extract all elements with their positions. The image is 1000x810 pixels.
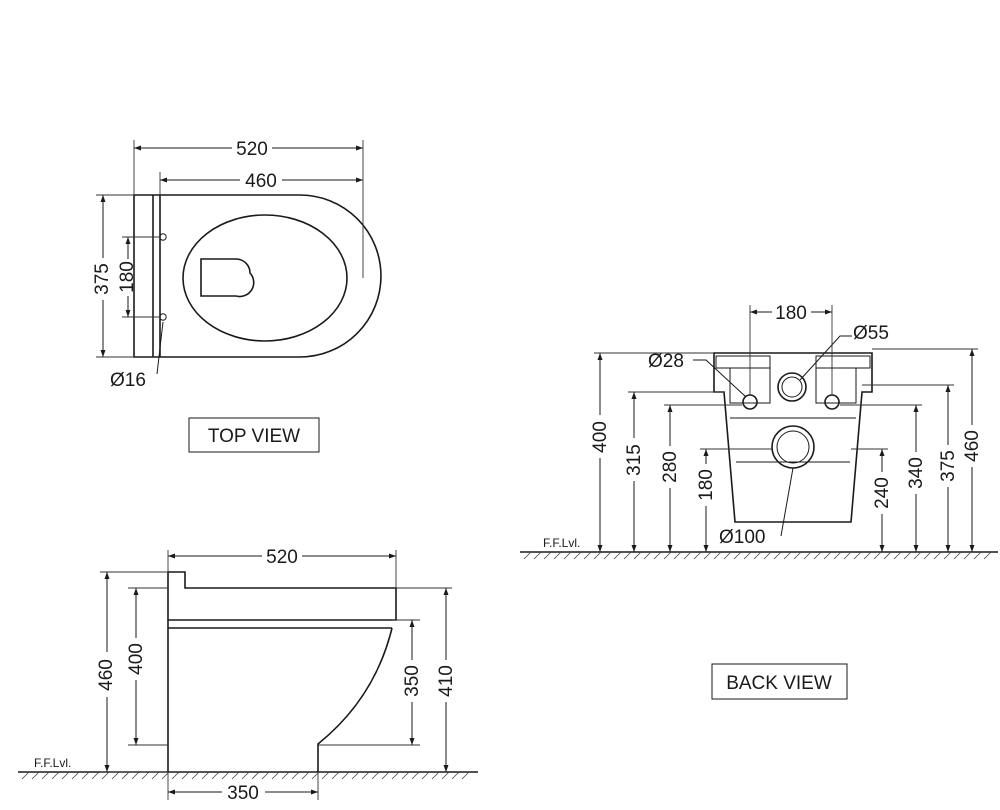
back-view-inlet <box>777 372 807 402</box>
side-view-bowl-outline <box>167 620 393 772</box>
top-view-outlet <box>200 258 255 298</box>
top-view-title: TOP VIEW <box>208 426 300 447</box>
back-view-body-outline <box>713 352 873 523</box>
back-dim-315: 315 <box>624 444 645 476</box>
back-view-floor-hatch <box>523 551 992 560</box>
back-dim-180-top: 180 <box>775 303 807 324</box>
back-floor-label: F.F.Lvl. <box>543 536 580 550</box>
back-view-fixing-hole-left <box>742 394 758 410</box>
back-view-title: BACK VIEW <box>726 673 832 694</box>
back-dim-hole-28: Ø28 <box>648 351 684 372</box>
side-dim-350-back: 350 <box>402 665 423 697</box>
top-dim-460: 460 <box>245 171 277 192</box>
back-dim-375: 375 <box>938 450 959 482</box>
back-view-fixing-hole-right <box>824 394 840 410</box>
top-view-body-outline <box>133 194 382 358</box>
back-dim-inlet-55: Ø55 <box>853 323 889 344</box>
side-dim-520: 520 <box>266 547 298 568</box>
side-view-seat-outline <box>167 571 397 621</box>
back-dim-outlet-100: Ø100 <box>719 527 765 548</box>
back-dim-460: 460 <box>962 430 983 462</box>
top-dim-180: 180 <box>117 261 138 293</box>
side-dim-460: 460 <box>96 659 117 691</box>
side-dim-400: 400 <box>126 643 147 675</box>
back-dim-280: 280 <box>660 451 681 483</box>
top-view-bowl-rim <box>182 214 348 342</box>
top-dim-hole-16: Ø16 <box>110 370 146 391</box>
side-view-floor-hatch <box>21 771 470 780</box>
top-dim-375: 375 <box>92 263 113 295</box>
side-dim-410: 410 <box>436 665 457 697</box>
side-floor-label: F.F.Lvl. <box>34 756 71 770</box>
back-view-title-box <box>711 663 848 700</box>
top-view: 520 460 375 180 Ø16 TOP VIEW <box>92 139 382 453</box>
top-view-title-box <box>188 417 320 453</box>
back-dim-340: 340 <box>906 457 927 489</box>
back-dim-240: 240 <box>872 477 893 509</box>
back-dim-180-side: 180 <box>696 469 717 501</box>
back-dim-400: 400 <box>590 421 611 453</box>
top-dim-520: 520 <box>236 139 268 160</box>
side-dim-350-base: 350 <box>227 783 259 804</box>
side-view: F.F.Lvl. 520 350 460 400 350 <box>18 547 478 804</box>
back-view: F.F.Lvl. 180 Ø55 Ø28 Ø100 400 315 280 18 <box>520 303 998 700</box>
